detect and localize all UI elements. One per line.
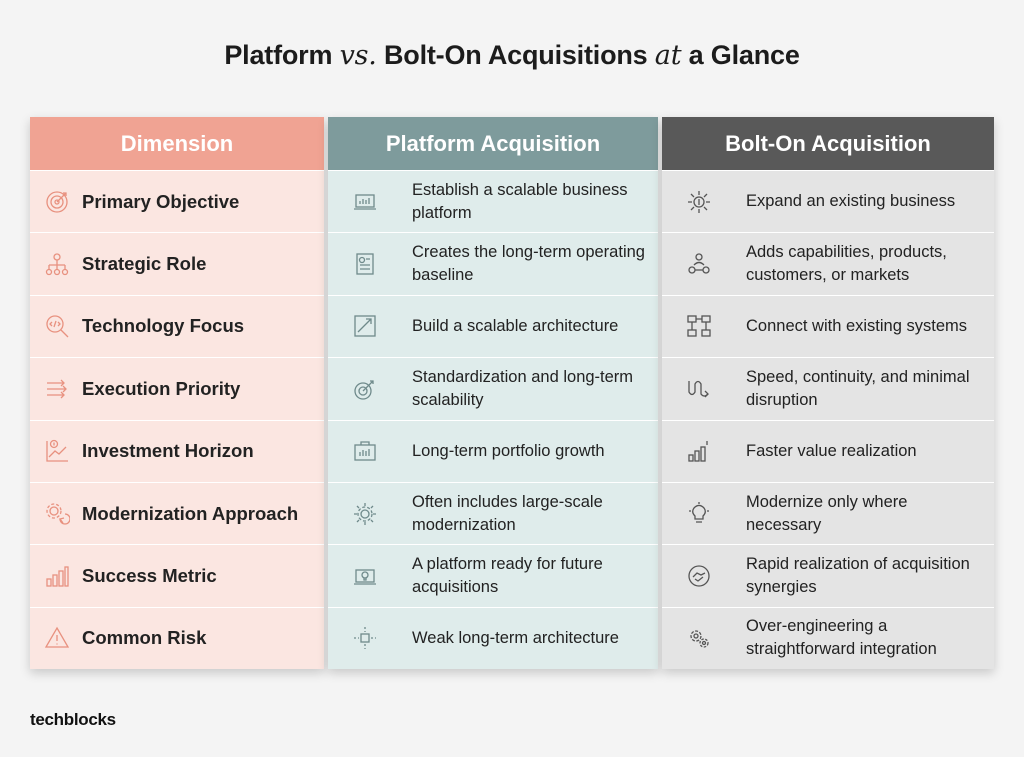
platform-cell: Build a scalable architecture — [412, 316, 619, 335]
gear-cycle-icon — [44, 501, 70, 527]
title-glance: a Glance — [688, 40, 800, 70]
laptop-chart-icon — [352, 189, 378, 215]
dollar-expand-icon — [686, 189, 712, 215]
document-settings-icon — [352, 251, 378, 277]
platform-cell: Creates the long-term operating baseline — [412, 243, 645, 285]
bolt-on-row: Expand an existing business — [662, 170, 994, 232]
platform-cell: Standardization and long-term scalabilit… — [412, 367, 634, 409]
dimension-column: Dimension Primary Objective Strategic Ro… — [30, 117, 324, 669]
platform-cell: A platform ready for future acquisitions — [412, 554, 603, 596]
bolt-on-row: Faster value realization — [662, 419, 994, 482]
dimension-header: Dimension — [30, 117, 324, 170]
magnifier-code-icon — [44, 313, 70, 339]
bolt-on-cell: Faster value realization — [746, 441, 917, 460]
gear-network-icon — [352, 501, 378, 527]
dimension-row: Modernization Approach — [30, 481, 324, 544]
dimension-row: Common Risk — [30, 606, 324, 669]
bolt-on-row: Connect with existing systems — [662, 294, 994, 357]
dimension-label: Success Metric — [82, 564, 217, 586]
dimension-row: Execution Priority — [30, 357, 324, 419]
dimension-label: Investment Horizon — [82, 440, 254, 462]
platform-column: Platform Acquisition Establish a scalabl… — [328, 117, 658, 669]
bolt-on-header: Bolt-On Acquisition — [662, 117, 994, 170]
bolt-on-row: Adds capabilities, products, customers, … — [662, 232, 994, 294]
platform-row: Build a scalable architecture — [328, 294, 658, 357]
bar-chart-icon — [44, 563, 70, 589]
dimension-row: Strategic Role — [30, 232, 324, 294]
bolt-on-cell: Expand an existing business — [746, 192, 956, 211]
bolt-on-row: Speed, continuity, and minimal disruptio… — [662, 357, 994, 419]
bar-growth-icon — [686, 438, 712, 464]
bolt-on-row: Over-engineering a straightforward integ… — [662, 606, 994, 669]
bolt-on-cell: Modernize only where necessary — [746, 492, 908, 534]
platform-row: Creates the long-term operating baseline — [328, 232, 658, 294]
bolt-on-cell: Rapid realization of acquisition synergi… — [746, 554, 970, 596]
platform-row: Long-term portfolio growth — [328, 419, 658, 482]
page-title: Platform vs. Bolt-On Acquisitions at a G… — [0, 40, 1024, 71]
bolt-on-cell: Connect with existing systems — [746, 316, 968, 335]
title-vs: vs. — [339, 40, 377, 71]
bolt-on-row: Rapid realization of acquisition synergi… — [662, 544, 994, 606]
org-chart-icon — [44, 251, 70, 277]
platform-cell: Weak long-term architecture — [412, 628, 619, 647]
dimension-label: Strategic Role — [82, 253, 207, 275]
target-icon — [44, 189, 70, 215]
dimension-label: Execution Priority — [82, 377, 241, 399]
dimension-row: Technology Focus — [30, 294, 324, 357]
title-at: at — [654, 40, 682, 71]
briefcase-chart-icon — [352, 438, 378, 464]
platform-row: Establish a scalable business platform — [328, 170, 658, 232]
platform-row: Often includes large-scale modernization — [328, 481, 658, 544]
title-platform: Platform — [224, 40, 333, 70]
platform-cell: Establish a scalable business platform — [412, 180, 628, 222]
dimension-label: Modernization Approach — [82, 502, 299, 524]
platform-cell: Long-term portfolio growth — [412, 441, 605, 460]
bolt-on-cell: Adds capabilities, products, customers, … — [746, 243, 947, 285]
dimension-row: Investment Horizon — [30, 419, 324, 482]
target-arrow-icon — [352, 376, 378, 402]
laptop-idea-icon — [352, 563, 378, 589]
title-bolt-on: Bolt-On Acquisitions — [384, 40, 648, 70]
gears-icon — [686, 625, 712, 651]
growth-arrow-icon — [352, 313, 378, 339]
bolt-on-cell: Over-engineering a straightforward integ… — [746, 617, 937, 659]
dimension-label: Common Risk — [82, 627, 207, 649]
platform-row: A platform ready for future acquisitions — [328, 544, 658, 606]
person-network-icon — [686, 251, 712, 277]
wave-arrow-icon — [686, 376, 712, 402]
techblocks-logo: techblocks — [30, 710, 116, 729]
broken-network-icon — [352, 625, 378, 651]
lightbulb-icon — [686, 501, 712, 527]
platform-header: Platform Acquisition — [328, 117, 658, 170]
dollar-trend-icon — [44, 438, 70, 464]
warning-icon — [44, 625, 70, 651]
dimension-row: Primary Objective — [30, 170, 324, 232]
platform-cell: Often includes large-scale modernization — [412, 492, 603, 534]
connected-systems-icon — [686, 313, 712, 339]
bolt-on-cell: Speed, continuity, and minimal disruptio… — [746, 367, 970, 409]
platform-row: Standardization and long-term scalabilit… — [328, 357, 658, 419]
platform-row: Weak long-term architecture — [328, 606, 658, 669]
dimension-label: Primary Objective — [82, 190, 240, 212]
bolt-on-column: Bolt-On Acquisition Expand an existing b… — [662, 117, 994, 669]
arrows-right-icon — [44, 376, 70, 402]
dimension-row: Success Metric — [30, 544, 324, 606]
bolt-on-row: Modernize only where necessary — [662, 481, 994, 544]
dimension-label: Technology Focus — [82, 315, 245, 337]
handshake-icon — [686, 563, 712, 589]
